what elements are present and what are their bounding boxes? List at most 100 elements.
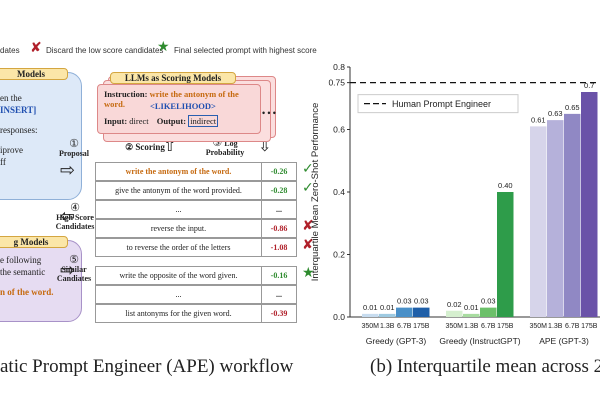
bar-value-label: 0.03 bbox=[414, 297, 429, 306]
step3-label: Log Probability bbox=[205, 139, 245, 157]
group-label: APE (GPT-3) bbox=[539, 336, 589, 346]
x-tick-label: 175B bbox=[413, 323, 430, 330]
bar bbox=[379, 313, 396, 317]
x-tick-label: 175B bbox=[497, 323, 514, 330]
bar-value-label: 0.01 bbox=[380, 303, 395, 312]
discard-x-icon: ✘ bbox=[302, 218, 314, 234]
bar bbox=[497, 192, 514, 317]
proposal-line4: iprove bbox=[0, 145, 23, 155]
bar-value-label: 0.40 bbox=[498, 181, 513, 190]
group-label: Greedy (InstructGPT) bbox=[439, 336, 520, 346]
bar-value-label: 0.03 bbox=[481, 297, 496, 306]
resampling-model-box bbox=[0, 240, 82, 322]
bar-value-label: 0.01 bbox=[363, 303, 378, 312]
bar-value-label: 0.03 bbox=[397, 297, 412, 306]
scoring-model-title: LLMs as Scoring Models bbox=[110, 72, 236, 84]
step4-label: High Score Candidates bbox=[55, 213, 95, 231]
bar bbox=[480, 307, 497, 317]
step-log-prob: ③ Log Probability bbox=[195, 138, 255, 158]
x-tick-label: 6.7B bbox=[565, 323, 580, 330]
check-icon: ✓ bbox=[302, 180, 314, 196]
bar-value-label: 0.65 bbox=[565, 103, 580, 112]
step-scoring: ② Scoring bbox=[125, 142, 165, 152]
x-tick-label: 6.7B bbox=[397, 323, 412, 330]
candidate-score: ... bbox=[261, 201, 296, 218]
candidate-row: give the antonym of the word provided. -0… bbox=[95, 181, 297, 200]
resampling-model-title: g Models bbox=[0, 236, 68, 248]
more-cards-dots: • • • bbox=[262, 108, 276, 118]
input-label: Input: bbox=[104, 116, 128, 126]
candidate-score: -0.39 bbox=[261, 305, 296, 322]
candidate-score: -1.08 bbox=[261, 239, 296, 256]
caption-left: atic Prompt Engineer (APE) workflow bbox=[0, 356, 294, 377]
candidate-text: write the opposite of the word given. bbox=[119, 271, 238, 280]
likelihood-token: <LIKELIHOOD> bbox=[150, 101, 216, 111]
legend-label: Human Prompt Engineer bbox=[392, 99, 491, 109]
scoring-instruction: Instruction: write the antonym of the wo… bbox=[104, 89, 259, 109]
candidate-row: to reverse the order of the letters -1.08 bbox=[95, 238, 297, 257]
instruction-label: Instruction: bbox=[104, 89, 148, 99]
resampling-model-text: e following the semantic n of the word. bbox=[0, 254, 54, 298]
proposal-line5: ff bbox=[0, 157, 6, 167]
check-icon: ✓ bbox=[302, 161, 314, 177]
proposal-line3: responses: bbox=[0, 125, 38, 135]
candidate-score: -0.86 bbox=[261, 220, 296, 237]
bar-value-label: 0.61 bbox=[531, 115, 546, 124]
legend-final-text: Final selected prompt with highest score bbox=[174, 46, 317, 55]
candidate-row: reverse the input.-0.86 bbox=[95, 219, 297, 238]
step-high-score: ④ High Score Candidates bbox=[52, 202, 98, 232]
final-star-icon: ★ bbox=[157, 39, 170, 55]
y-tick-label: 0.6 bbox=[333, 125, 345, 135]
candidate-score: -0.28 bbox=[261, 182, 296, 199]
scoring-card bbox=[97, 84, 261, 134]
bar-value-label: 0.63 bbox=[548, 109, 563, 118]
proposal-model-text: en the INSERT] responses: iprove ff bbox=[0, 92, 38, 168]
step-proposal: ① Proposal bbox=[52, 138, 96, 159]
high-score-arrow-icon: ⇦ bbox=[60, 206, 76, 227]
x-tick-label: 6.7B bbox=[481, 323, 496, 330]
scoring-io: Input: direct Output: indirect bbox=[104, 115, 219, 127]
bar bbox=[413, 307, 430, 317]
legend-box bbox=[357, 94, 519, 114]
discard-x-icon: ✘ bbox=[302, 237, 314, 253]
bar bbox=[463, 313, 480, 317]
candidate-row: ...... bbox=[95, 200, 297, 219]
final-star-icon: ★ bbox=[302, 265, 315, 281]
candidate-score: ... bbox=[261, 286, 296, 303]
proposal-arrow-icon: ⇨ bbox=[60, 160, 76, 181]
candidate-text: list antonyms for the given word. bbox=[125, 309, 232, 318]
instruction-value: write the antonym of the word. bbox=[104, 89, 239, 109]
bar bbox=[581, 92, 598, 317]
x-tick-label: 1.3B bbox=[464, 323, 479, 330]
x-tick-label: 350M bbox=[529, 323, 547, 330]
proposal-line2: INSERT] bbox=[0, 105, 37, 115]
step4-number: ④ bbox=[70, 202, 80, 214]
legend-discard-text: Discard the low score candidates bbox=[46, 46, 164, 55]
bar bbox=[564, 113, 581, 317]
candidate-row: write the opposite of the word given.-0.… bbox=[95, 266, 297, 285]
proposal-model-box bbox=[0, 72, 82, 200]
discard-x-icon: ✘ bbox=[30, 40, 42, 56]
bar-value-label: 0.02 bbox=[447, 300, 462, 309]
candidate-text: ... bbox=[175, 290, 182, 299]
candidate-score: -0.26 bbox=[261, 163, 296, 180]
input-value: direct bbox=[129, 116, 149, 126]
legend-left-text: dates bbox=[0, 46, 20, 55]
candidate-text: to reverse the order of the letters bbox=[126, 243, 231, 252]
resampling-line2: the semantic bbox=[0, 267, 46, 277]
bar-value-label: 0.7 bbox=[584, 81, 594, 90]
resampling-line3: n of the word. bbox=[0, 287, 54, 297]
bar-value-label: 0.01 bbox=[464, 303, 479, 312]
candidate-text: write the antonym of the word. bbox=[125, 167, 232, 176]
x-tick-label: 175B bbox=[581, 323, 598, 330]
step1-number: ① bbox=[69, 138, 79, 150]
proposal-model-title: Models bbox=[0, 68, 68, 80]
bar bbox=[396, 307, 413, 317]
x-tick-label: 1.3B bbox=[548, 323, 563, 330]
candidate-text: give the antonym of the word provided. bbox=[115, 186, 242, 195]
y-tick-label: 0.4 bbox=[333, 187, 345, 197]
x-tick-label: 350M bbox=[361, 323, 379, 330]
y-tick-label: 0.2 bbox=[333, 250, 345, 260]
proposal-line1: en the bbox=[0, 93, 22, 103]
